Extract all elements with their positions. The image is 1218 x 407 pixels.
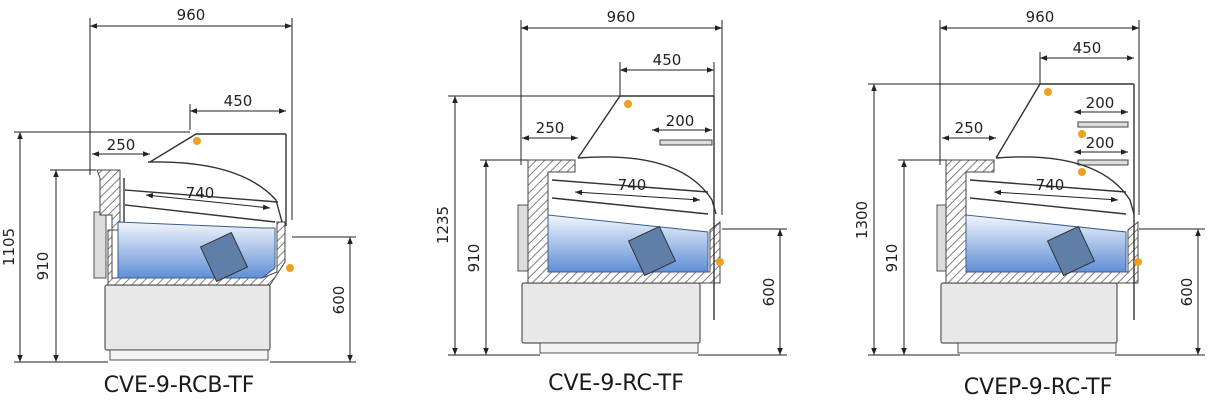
model-caption: CVEP-9-RC-TF [964,375,1113,400]
drawing-cve-9-rc-tf: 960 450 250 200 1235 910 600 [434,8,787,396]
overall-height-label: 1235 [434,206,452,244]
lamp-icon [1078,168,1086,176]
lamp-icon [193,137,201,145]
display-tub [117,221,276,279]
curved-glass [147,161,283,223]
counter-height-label: 910 [883,244,901,273]
upper-shelf [1077,121,1129,128]
width-dimension-label: 960 [177,6,206,24]
shelf-width-label: 200 [1086,134,1115,152]
product-tray [1046,225,1096,277]
model-caption: CVE-9-RC-TF [548,371,684,396]
curved-glass [995,156,1135,215]
cabinet-base [940,282,1118,344]
canopy-dimension-label: 450 [653,51,682,69]
shelf-depth-label: 740 [1036,176,1065,194]
ledge-dimension-label: 250 [536,119,565,137]
upper-shelf [659,139,713,146]
width-dimension-label: 960 [1026,8,1055,26]
display-tub [965,214,1127,273]
shelf-width-label: 200 [666,112,695,130]
plinth [957,342,1117,354]
curved-glass [577,156,717,215]
width-dimension-label: 960 [607,8,636,26]
product-tray [627,225,677,277]
base-height-label: 600 [760,278,778,307]
counter-height-label: 910 [34,252,52,281]
middle-shelf [1077,159,1129,166]
overall-height-label: 1105 [0,228,18,266]
plinth [109,349,269,361]
top-canopy [995,83,1134,159]
drawing-cvep-9-rc-tf: 960 450 250 200 200 1300 910 600 [853,8,1205,400]
plinth [539,342,699,354]
top-canopy [577,95,714,159]
shelf [124,204,276,223]
lamp-icon [716,258,724,266]
model-caption: CVE-9-RCB-TF [104,373,255,398]
lamp-icon [624,100,632,108]
insulated-shell [527,159,721,284]
counter-height-label: 910 [465,244,483,273]
shelf-depth-label: 740 [618,176,647,194]
lamp-icon [1044,88,1052,96]
insulated-shell [945,159,1139,284]
canopy-dimension-label: 450 [1073,39,1102,57]
ledge-dimension-label: 250 [955,119,984,137]
lamp-icon [1078,130,1086,138]
cabinet-base [521,282,701,344]
lamp-icon [1134,258,1142,266]
insulated-shell [96,169,286,286]
shelf [551,197,709,215]
display-tub [547,214,709,273]
canopy-dimension-label: 450 [224,92,253,110]
top-canopy [149,133,286,163]
overall-height-label: 1300 [853,201,871,239]
shelf-depth-dimension-line [993,189,1119,203]
ledge-dimension-label: 250 [107,136,136,154]
side-panel [93,211,107,279]
lamp-icon [286,264,294,272]
base-height-label: 600 [1178,278,1196,307]
drawing-cve-9-rcb-tf: 960 450 250 1105 910 600 [0,6,356,398]
cabinet-base [104,284,271,351]
shelf-depth-label: 740 [186,184,215,202]
base-height-label: 600 [330,286,348,315]
product-tray [199,231,249,283]
shelf-width-label: 200 [1086,94,1115,112]
shelf-depth-dimension-line [574,189,701,203]
shelf [969,197,1127,215]
shelf-depth-dimension-line [145,192,271,211]
